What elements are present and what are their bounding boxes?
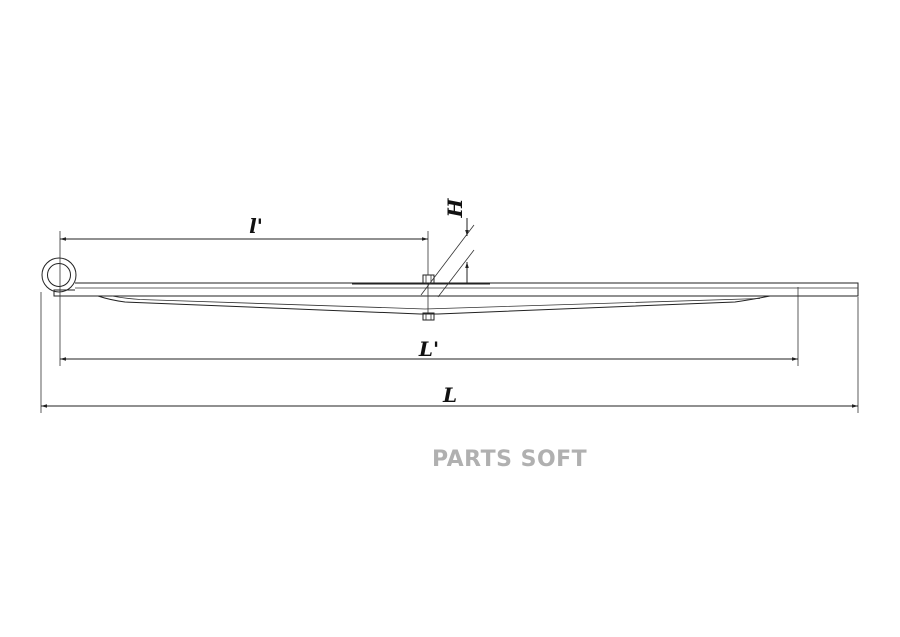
extension-lines <box>40 231 859 413</box>
half-length-dimension: l' <box>60 214 428 241</box>
total-length-label: L <box>442 383 457 407</box>
spring-eye <box>41 257 77 293</box>
height-dimension: H <box>420 197 475 298</box>
working-length-dimension: L' <box>60 337 798 361</box>
total-length-dimension: L <box>41 383 858 408</box>
height-label: H <box>443 197 467 218</box>
watermark-text: PARTS SOFT <box>432 447 588 472</box>
main-leaf <box>53 282 859 297</box>
working-length-label: L' <box>418 337 439 361</box>
second-leaf <box>97 295 771 315</box>
center-clamp <box>352 274 490 321</box>
half-length-label: l' <box>249 214 263 238</box>
